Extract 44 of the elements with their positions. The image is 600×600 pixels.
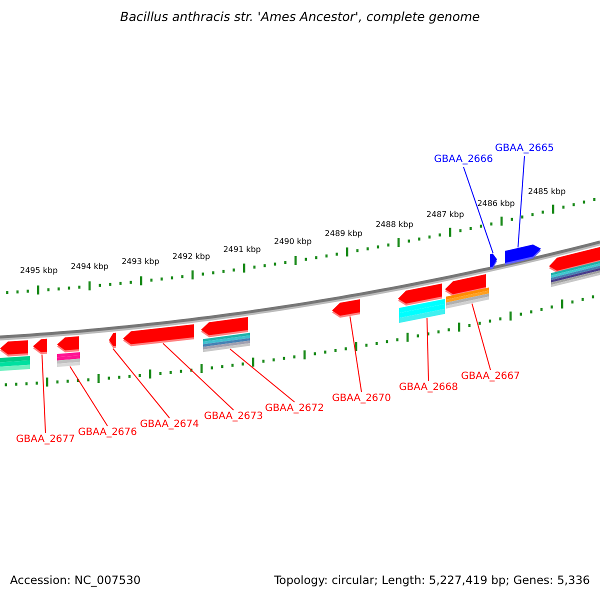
gene-label: GBAA_2670	[332, 393, 392, 404]
gene-drawing	[201, 317, 250, 352]
gene-drawing	[445, 274, 489, 309]
gene-drawing	[332, 299, 360, 318]
scale-label: 2493 kbp	[122, 257, 160, 266]
leader-line	[230, 348, 295, 402]
leader-line	[70, 366, 108, 426]
title: Bacillus anthracis str. 'Ames Ancestor', complete genome	[119, 10, 481, 24]
footer-text: Topology: circular; Length: 5,227,419 bp; Genes: 5,336	[274, 574, 590, 588]
leader-line	[518, 156, 525, 248]
leader-line	[463, 166, 494, 254]
leader-line	[350, 316, 362, 392]
gene-label: GBAA_2668	[399, 382, 458, 394]
gene-label: GBAA_2672	[265, 403, 324, 414]
gene-drawing	[123, 324, 194, 346]
gene-label: GBAA_2665	[495, 143, 554, 154]
scale-label: 2495 kbp	[20, 266, 58, 276]
footer-text: Accession: NC_007530	[10, 574, 141, 588]
scale-label: 2489 kbp	[324, 229, 362, 238]
leader-line	[112, 348, 170, 418]
gene-label: GBAA_2674	[140, 419, 200, 430]
gene-label: GBAA_2677	[16, 434, 76, 446]
gene-drawing	[57, 336, 80, 368]
scale-label: 2487 kbp	[426, 210, 464, 219]
gene-label: GBAA_2667	[461, 371, 520, 382]
leader-line	[426, 318, 429, 382]
leader-line	[42, 354, 46, 434]
gene-label: GBAA_2666	[434, 154, 494, 166]
gene-drawing	[33, 338, 47, 354]
gene-drawing	[505, 244, 541, 265]
scale-label: 2486 kbp	[477, 198, 515, 208]
scale-label: 2490 kbp	[274, 237, 312, 247]
gene-drawing	[398, 284, 445, 323]
gene-drawing	[490, 254, 497, 270]
gene-label: GBAA_2676	[78, 427, 138, 438]
gene-drawing	[109, 332, 116, 348]
scale-label: 2488 kbp	[376, 220, 414, 229]
scale-label: 2492 kbp	[172, 252, 210, 261]
leader-line	[472, 303, 491, 370]
leader-line	[162, 342, 234, 410]
scale-label: 2491 kbp	[223, 244, 261, 254]
scale-label: 2485 kbp	[528, 187, 566, 196]
gene-label: GBAA_2673	[204, 411, 264, 422]
scale-label: 2494 kbp	[70, 262, 108, 272]
